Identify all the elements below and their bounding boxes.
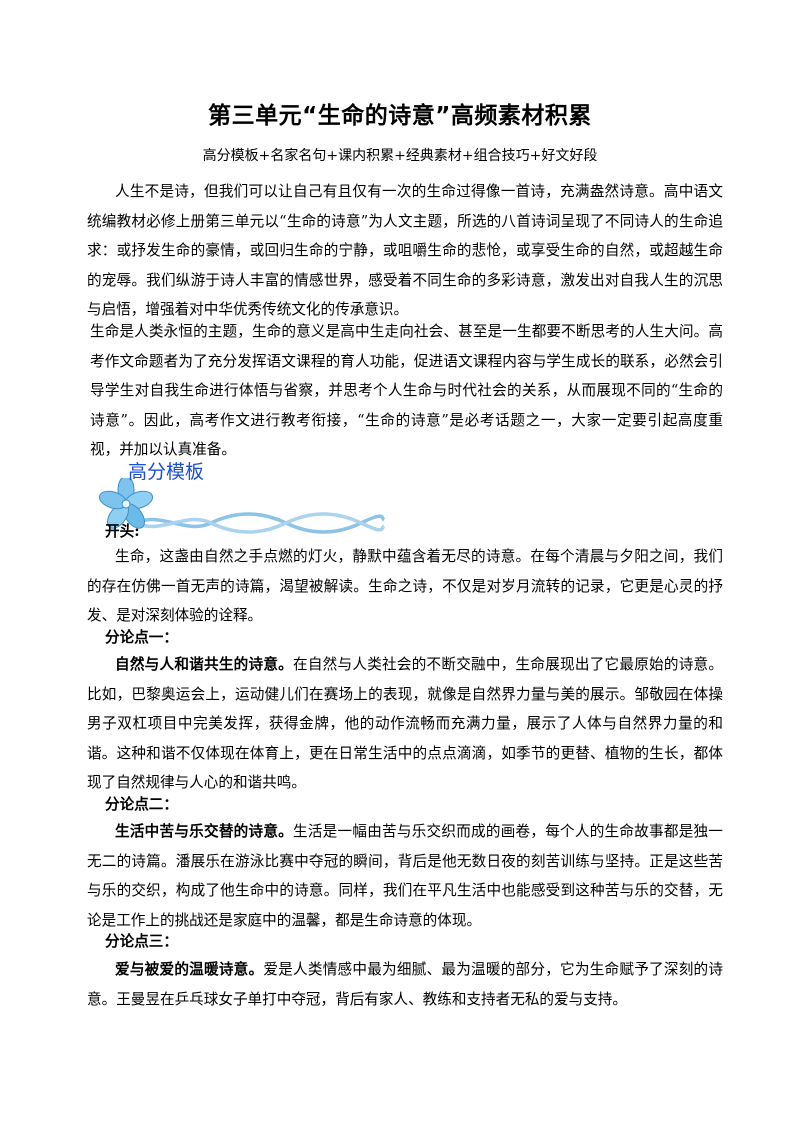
intro-paragraph-2: 生命是人类永恒的主题，生命的意义是高中生走向社会、甚至是一生都要不断思考的人生大… bbox=[90, 323, 723, 458]
point-lead-3: 爱与被爱的温暖诗意。 bbox=[115, 961, 264, 978]
flower-icon bbox=[98, 478, 154, 529]
ribbon-decoration bbox=[98, 478, 386, 534]
section-heading: 高分模板 bbox=[128, 461, 205, 483]
page-title: 第三单元“生命的诗意”高频素材积累 bbox=[208, 103, 592, 129]
point-label-2: 分论点二： bbox=[105, 796, 178, 813]
point-paragraph-2: 生活中苦与乐交替的诗意。生活是一幅由苦与乐交织而成的画卷，每个人的生命故事都是独… bbox=[87, 817, 723, 935]
point-label-1: 分论点一： bbox=[105, 629, 178, 646]
point-text-2: 生活是一幅由苦与乐交织而成的画卷，每个人的生命故事都是独一无二的诗篇。潘展乐在游… bbox=[87, 823, 723, 929]
point-paragraph-3: 爱与被爱的温暖诗意。爱是人类情感中最为细腻、最为温暖的部分，它为生命赋予了深刻的… bbox=[87, 955, 723, 1014]
point-lead-2: 生活中苦与乐交替的诗意。 bbox=[115, 823, 294, 840]
point-text-3: 爱是人类情感中最为细腻、最为温暖的部分，它为生命赋予了深刻的诗意。王曼昱在乒乓球… bbox=[87, 961, 723, 1008]
point-text-1: 在自然与人类社会的不断交融中，生命展现出了它最原始的诗意。比如，巴黎奥运会上，运… bbox=[87, 656, 723, 791]
intro-paragraph-1: 人生不是诗，但我们可以让自己有且仅有一次的生命过得像一首诗，充满盎然诗意。高中语… bbox=[87, 183, 723, 318]
page-subtitle: 高分模板+名家名句+课内积累+经典素材+组合技巧+好文好段 bbox=[202, 148, 598, 164]
point-lead-1: 自然与人和谐共生的诗意。 bbox=[115, 656, 294, 673]
point-label-3: 分论点三： bbox=[105, 933, 178, 950]
opening-paragraph: 生命，这盏由自然之手点燃的灯火，静默中蕴含着无尽的诗意。在每个清晨与夕阳之间，我… bbox=[87, 548, 723, 624]
opening-label: 开头: bbox=[105, 523, 140, 540]
point-paragraph-1: 自然与人和谐共生的诗意。在自然与人类社会的不断交融中，生命展现出了它最原始的诗意… bbox=[87, 650, 723, 798]
